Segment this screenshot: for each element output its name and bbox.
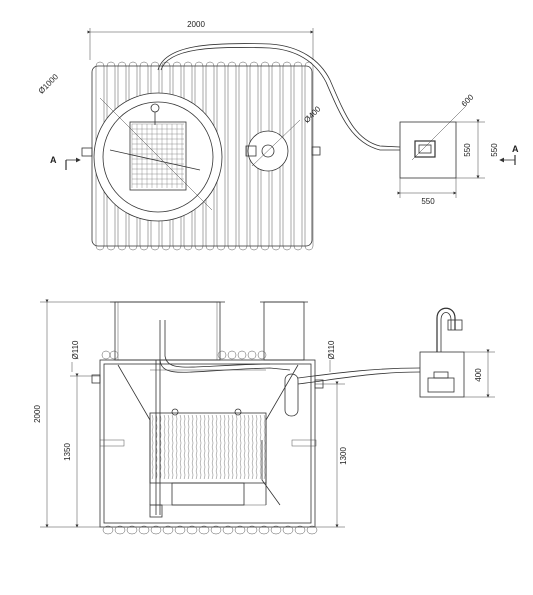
inlet-height-dimension: 1350 Ø110: [63, 340, 100, 528]
pipe-400: Ø400: [245, 104, 323, 172]
pump-box-top: 550 550 550 600: [397, 92, 499, 206]
width-label: 2000: [187, 20, 205, 29]
box-height-label: 550: [490, 143, 499, 157]
manhole-diameter-label: Ø1000: [37, 72, 61, 96]
pipe-diameter-label: Ø400: [302, 104, 323, 125]
total-height-label: 2000: [33, 405, 42, 423]
pipe-riser-side: [260, 301, 308, 361]
outlet-height-label: 1300: [339, 447, 348, 465]
box-width-label: 550: [421, 197, 435, 206]
top-view: 2000 Ø1000 Ø400: [37, 20, 519, 251]
side-view: 2000 1350 Ø110 1300 Ø110: [33, 299, 495, 535]
total-height-dimension: 2000: [33, 299, 115, 528]
pump-box-height-label: 400: [474, 368, 483, 382]
box-diagonal-label: 600: [460, 92, 476, 108]
box-depth-label: 550: [463, 143, 472, 157]
manhole-1000: [93, 92, 223, 222]
filter-block: [149, 408, 267, 506]
inlet-height-label: 1350: [63, 443, 72, 461]
section-marker-right: A: [499, 144, 519, 165]
section-marker-left: A: [50, 155, 81, 170]
section-label-right: A: [512, 144, 519, 154]
outlet-height-dimension: 1300 Ø110: [315, 340, 348, 528]
pump-box-side: 400: [419, 307, 495, 398]
section-label-left: A: [50, 155, 57, 165]
inlet-diameter-label: Ø110: [71, 340, 80, 360]
tank-side-body: [99, 359, 317, 528]
manhole-riser-side: [110, 301, 225, 361]
outlet-diameter-label: Ø110: [327, 340, 336, 360]
width-dimension: 2000: [87, 20, 314, 60]
